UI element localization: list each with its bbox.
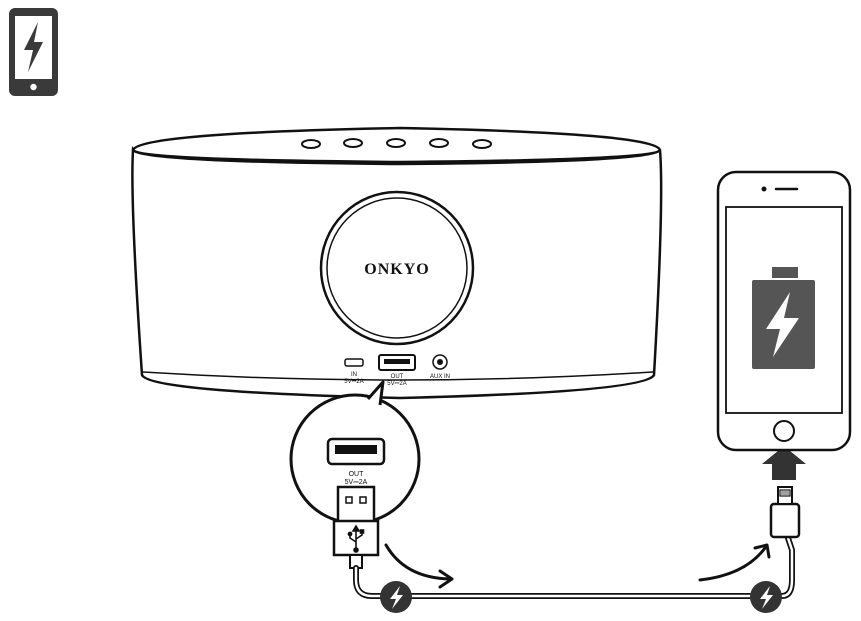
lightning-bolt-icon [750, 581, 782, 613]
callout-port-label: OUT [349, 471, 365, 478]
phone-camera [762, 187, 767, 192]
lightning-bolt-icon [380, 581, 412, 613]
flow-arrow-right [700, 545, 769, 580]
phone-charging-icon [9, 8, 58, 96]
speaker-brand-logo: ONKYO [364, 261, 429, 278]
speaker: ONKYO IN 5V⎓2A OUT 5V⎓2A AUX IN [132, 128, 661, 398]
aux-in-label: AUX IN [430, 374, 450, 380]
flow-arrow-left [386, 545, 452, 587]
port-out-spec: 5V⎓2A [387, 381, 406, 387]
callout-port-spec: 5V⎓2A [345, 479, 368, 486]
port-in-spec: 5V⎓2A [344, 379, 363, 385]
port-in-label: IN [351, 372, 357, 378]
micro-usb-in-port [345, 359, 363, 366]
lightning-connector [771, 487, 799, 537]
charging-cable [356, 535, 792, 596]
battery-charging-icon [752, 267, 815, 369]
port-out-label: OUT [391, 374, 404, 380]
usb-a-plug [334, 487, 378, 568]
smartphone [718, 172, 850, 450]
phone-home-button [774, 421, 794, 441]
